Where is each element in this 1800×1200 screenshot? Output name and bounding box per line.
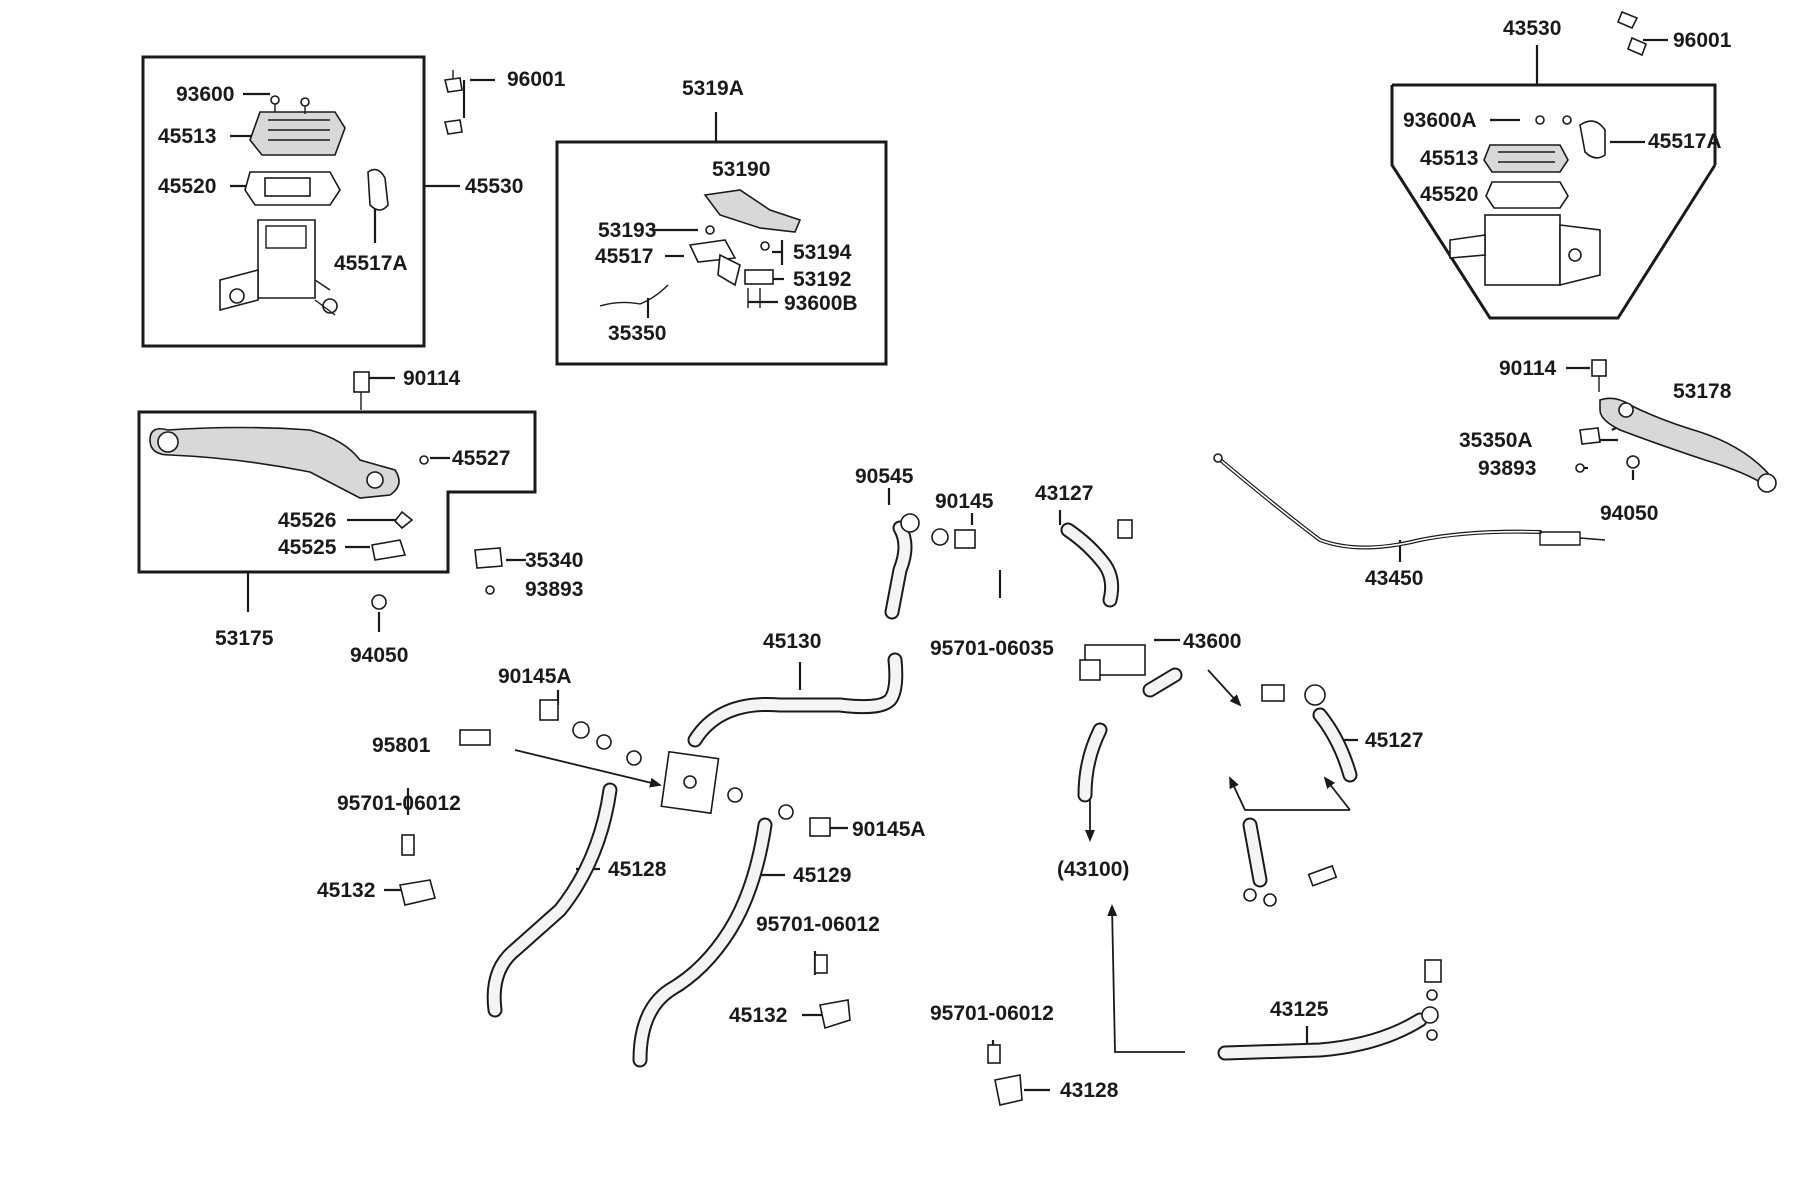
- label-45513-right: 45513: [1420, 147, 1478, 170]
- label-96001-right: 96001: [1673, 29, 1732, 52]
- label-94050-left: 94050: [350, 644, 408, 667]
- rear-master-cylinder-parts: [219, 70, 463, 316]
- label-45517a-left: 45517A: [334, 252, 408, 275]
- right-master-cylinder-frame: [1390, 83, 1717, 320]
- label-45513-left: 45513: [158, 125, 216, 148]
- label-93600a: 93600A: [1403, 109, 1477, 132]
- label-93893-left: 93893: [525, 578, 583, 601]
- label-43125: 43125: [1270, 998, 1329, 1021]
- left-lever-frame: [137, 410, 537, 574]
- label-93600b: 93600B: [784, 292, 858, 315]
- fittings-and-junctions: [399, 513, 1442, 1106]
- rear-master-cylinder-frame: [141, 55, 426, 348]
- label-45520-right: 45520: [1420, 183, 1478, 206]
- label-45527: 45527: [452, 447, 510, 470]
- part-number-labels: 93600 45513 45520 96001 45530 45517A 531…: [158, 17, 1732, 1102]
- label-45517: 45517: [595, 245, 653, 268]
- label-45517a-right: 45517A: [1648, 130, 1722, 153]
- label-90114-right: 90114: [1499, 357, 1557, 380]
- label-45526: 45526: [278, 509, 336, 532]
- label-43600: 43600: [1183, 630, 1241, 653]
- label-45132-b: 45132: [729, 1004, 787, 1027]
- label-45520-left: 45520: [158, 175, 216, 198]
- label-53190: 53190: [712, 158, 770, 181]
- label-94050-right: 94050: [1600, 502, 1658, 525]
- label-45129: 45129: [793, 864, 851, 887]
- label-45127: 45127: [1365, 729, 1423, 752]
- label-45132-a: 45132: [317, 879, 375, 902]
- right-brake-lever-parts: [1575, 359, 1777, 493]
- label-95701-06012-c: 95701-06012: [930, 1002, 1054, 1025]
- label-95701-06012-b: 95701-06012: [756, 913, 880, 936]
- label-90145: 90145: [935, 490, 994, 513]
- label-45525: 45525: [278, 536, 337, 559]
- label-95701-06035: 95701-06035: [930, 637, 1054, 660]
- label-93600: 93600: [176, 83, 234, 106]
- switch-kit-parts: [599, 189, 802, 308]
- switch-and-washer-small-parts: [371, 547, 503, 610]
- label-45130: 45130: [763, 630, 821, 653]
- label-35340: 35340: [525, 549, 583, 572]
- label-45530: 45530: [465, 175, 523, 198]
- label-93893-right: 93893: [1478, 457, 1536, 480]
- label-53193: 53193: [598, 219, 656, 242]
- label-90145a-bottom: 90145A: [852, 818, 926, 841]
- left-brake-lever-parts: [149, 371, 429, 561]
- label-90145a-top: 90145A: [498, 665, 572, 688]
- right-master-cylinder-parts: [1449, 10, 1648, 287]
- label-53194: 53194: [793, 241, 852, 264]
- cables-and-hoses: [486, 453, 1606, 1068]
- label-95701-06012-a: 95701-06012: [337, 792, 461, 815]
- label-53178: 53178: [1673, 380, 1732, 403]
- label-43450: 43450: [1365, 567, 1423, 590]
- label-43530: 43530: [1503, 17, 1561, 40]
- label-43127: 43127: [1035, 482, 1093, 505]
- label-90114-left: 90114: [403, 367, 461, 390]
- label-96001-left: 96001: [507, 68, 566, 91]
- label-95801: 95801: [372, 734, 431, 757]
- label-53192: 53192: [793, 268, 851, 291]
- label-43100: (43100): [1057, 858, 1129, 881]
- label-43128: 43128: [1060, 1079, 1119, 1102]
- label-35350: 35350: [608, 322, 666, 345]
- label-45128: 45128: [608, 858, 667, 881]
- label-5319a: 5319A: [682, 77, 744, 100]
- label-35350a: 35350A: [1459, 429, 1533, 452]
- label-53175: 53175: [215, 627, 274, 650]
- label-90545: 90545: [855, 465, 914, 488]
- switch-kit-frame: [555, 140, 888, 366]
